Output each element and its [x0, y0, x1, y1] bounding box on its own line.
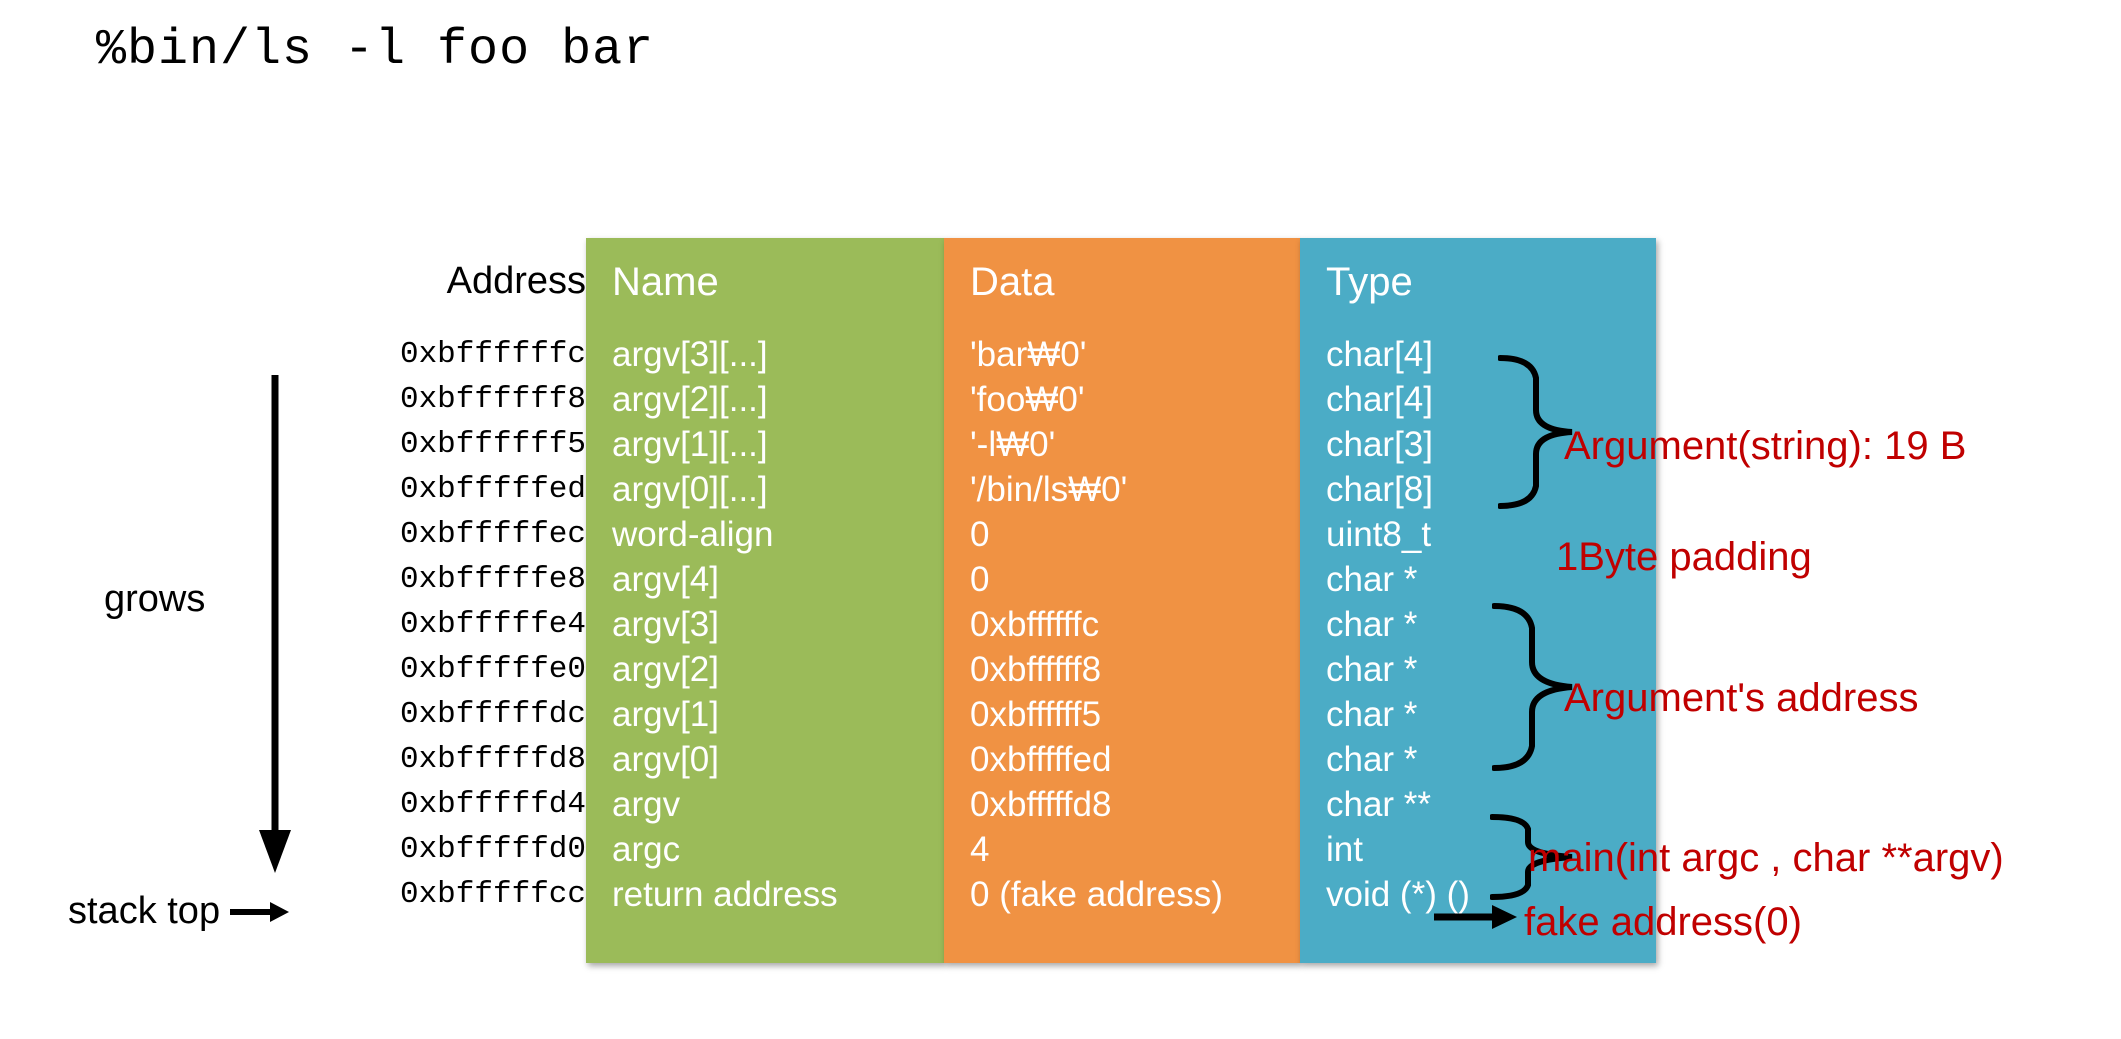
name-cell: argv[1] — [612, 695, 719, 734]
type-cell: char * — [1326, 695, 1418, 734]
stack-top-label: stack top — [68, 890, 290, 933]
data-cell: 0 — [970, 560, 990, 599]
address-cell: 0xbfffffcc — [399, 877, 586, 912]
name-cell: word-align — [612, 515, 774, 554]
name-column-header: Name — [612, 260, 719, 304]
address-cell: 0xbfffffec — [399, 517, 586, 552]
name-cell: argv — [612, 785, 681, 824]
data-column: Data 'bar₩0' 'foo₩0' '-l₩0' '/bin/ls₩0' 0 0 0x… — [944, 238, 1300, 963]
type-cell: char * — [1326, 605, 1418, 644]
annotation-fake-address: fake address(0) — [1524, 900, 1802, 944]
address-cell: 0xbffffff8 — [399, 382, 586, 417]
type-cell: char[4] — [1326, 335, 1433, 374]
address-cell: 0xbfffffe4 — [399, 607, 586, 642]
command-title: %bin/ls -l foo bar — [96, 22, 655, 79]
address-cell: 0xbfffffd8 — [399, 742, 586, 777]
type-cell: int — [1326, 830, 1363, 869]
data-cell: 0xbffffffc — [970, 605, 1100, 644]
address-column: 0xbffffffc 0xbffffff8 0xbffffff5 0xbfffffed… — [330, 332, 586, 917]
type-cell: void (*) () — [1326, 875, 1470, 914]
data-cell: 0 — [970, 515, 990, 554]
name-cell: argv[3] — [612, 605, 719, 644]
type-column: Type char[4] char[4] char[3] char[8] uint8_t… — [1300, 238, 1656, 963]
address-cell: 0xbfffffe8 — [399, 562, 586, 597]
type-cell: char ** — [1326, 785, 1432, 824]
data-cell: 0xbfffffed — [970, 740, 1112, 779]
address-cell: 0xbfffffed — [399, 472, 586, 507]
name-cell: argv[0] — [612, 740, 719, 779]
stack-top-text: stack top — [68, 890, 221, 932]
name-column: Name argv[3][...] argv[2][...] argv[1][...… — [586, 238, 944, 963]
annotation-padding: 1Byte padding — [1556, 535, 1812, 579]
type-cell: char[4] — [1326, 380, 1433, 419]
address-cell: 0xbfffffd4 — [399, 787, 586, 822]
name-cell: argv[3][...] — [612, 335, 768, 374]
type-cell: char * — [1326, 650, 1418, 689]
address-cell: 0xbffffff5 — [399, 427, 586, 462]
name-cell: argv[2] — [612, 650, 719, 689]
grows-down-arrow-icon — [259, 375, 291, 873]
data-cell: 4 — [970, 830, 990, 869]
name-cell: argv[2][...] — [612, 380, 768, 419]
address-column-header: Address — [446, 260, 586, 302]
annotation-main-signature: main(int argc , char **argv) — [1528, 836, 2004, 880]
name-cells: argv[3][...] argv[2][...] argv[1][...] argv… — [612, 332, 838, 917]
data-cell: 0 (fake address) — [970, 875, 1223, 914]
type-cell: char[3] — [1326, 425, 1433, 464]
data-cell: 'foo₩0' — [970, 380, 1085, 419]
data-cell: 'bar₩0' — [970, 335, 1087, 374]
name-cell: argv[1][...] — [612, 425, 768, 464]
data-column-header: Data — [970, 260, 1055, 304]
stack-grows-label: grows — [104, 578, 206, 620]
stack-top-arrow-icon — [230, 901, 290, 922]
data-cell: 0xbffffff5 — [970, 695, 1102, 734]
type-cell: uint8_t — [1326, 515, 1432, 554]
stack-layout-table: Name argv[3][...] argv[2][...] argv[1][...… — [586, 238, 1656, 963]
data-cell: 0xbffffff8 — [970, 650, 1102, 689]
name-cell: argc — [612, 830, 681, 869]
data-cell: '/bin/ls₩0' — [970, 470, 1128, 509]
type-column-header: Type — [1326, 260, 1413, 304]
data-cell: '-l₩0' — [970, 425, 1056, 464]
fake-address-arrow-icon — [1434, 905, 1517, 929]
address-cell: 0xbffffffc — [399, 337, 586, 372]
type-cell: char * — [1326, 560, 1418, 599]
address-cell: 0xbfffffe0 — [399, 652, 586, 687]
data-cell: 0xbfffffd8 — [970, 785, 1112, 824]
type-cell: char[8] — [1326, 470, 1433, 509]
address-cell: 0xbfffffdc — [399, 697, 586, 732]
annotation-argument-string: Argument(string): 19 B — [1564, 424, 1967, 468]
data-cells: 'bar₩0' 'foo₩0' '-l₩0' '/bin/ls₩0' 0 0 0xbffff… — [970, 332, 1223, 917]
type-cell: char * — [1326, 740, 1418, 779]
name-cell: return address — [612, 875, 838, 914]
address-cell: 0xbfffffd0 — [399, 832, 586, 867]
name-cell: argv[0][...] — [612, 470, 768, 509]
name-cell: argv[4] — [612, 560, 719, 599]
annotation-argument-address: Argument's address — [1564, 676, 1919, 720]
